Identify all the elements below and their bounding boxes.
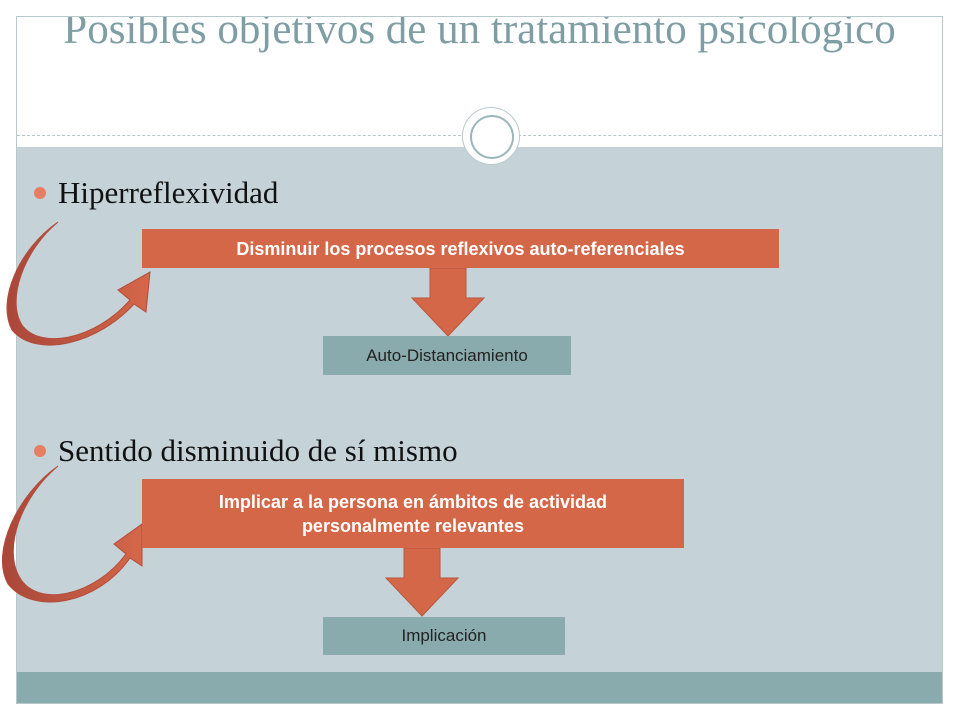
bullet-dot-icon: [34, 444, 46, 457]
slide: Posibles objetivos de un tratamiento psi…: [16, 16, 943, 704]
result-box-2: Implicación: [323, 617, 565, 655]
bullet-dot-icon: [34, 186, 46, 199]
bullet-sentido-disminuido: Sentido disminuido de sí mismo: [34, 433, 458, 469]
curved-arrow-icon-2: [1, 465, 143, 603]
bullet-text: Hiperreflexividad: [58, 175, 279, 210]
result-box-1: Auto-Distanciamiento: [323, 336, 571, 375]
bullet-hiperreflexividad: Hiperreflexividad: [34, 175, 278, 211]
down-arrow-icon-1: [410, 267, 486, 337]
goal-box-2: Implicar a la persona en ámbitos de acti…: [142, 479, 684, 548]
goal-box-1: Disminuir los procesos reflexivos auto-r…: [142, 229, 779, 268]
circle-ornament-icon: [462, 107, 520, 165]
curved-arrow-icon-1: [6, 221, 151, 346]
bullet-text: Sentido disminuido de sí mismo: [58, 433, 458, 468]
down-arrow-icon-2: [384, 547, 460, 617]
footer-bar: [17, 672, 942, 703]
slide-title: Posibles objetivos de un tratamiento psi…: [63, 16, 896, 53]
